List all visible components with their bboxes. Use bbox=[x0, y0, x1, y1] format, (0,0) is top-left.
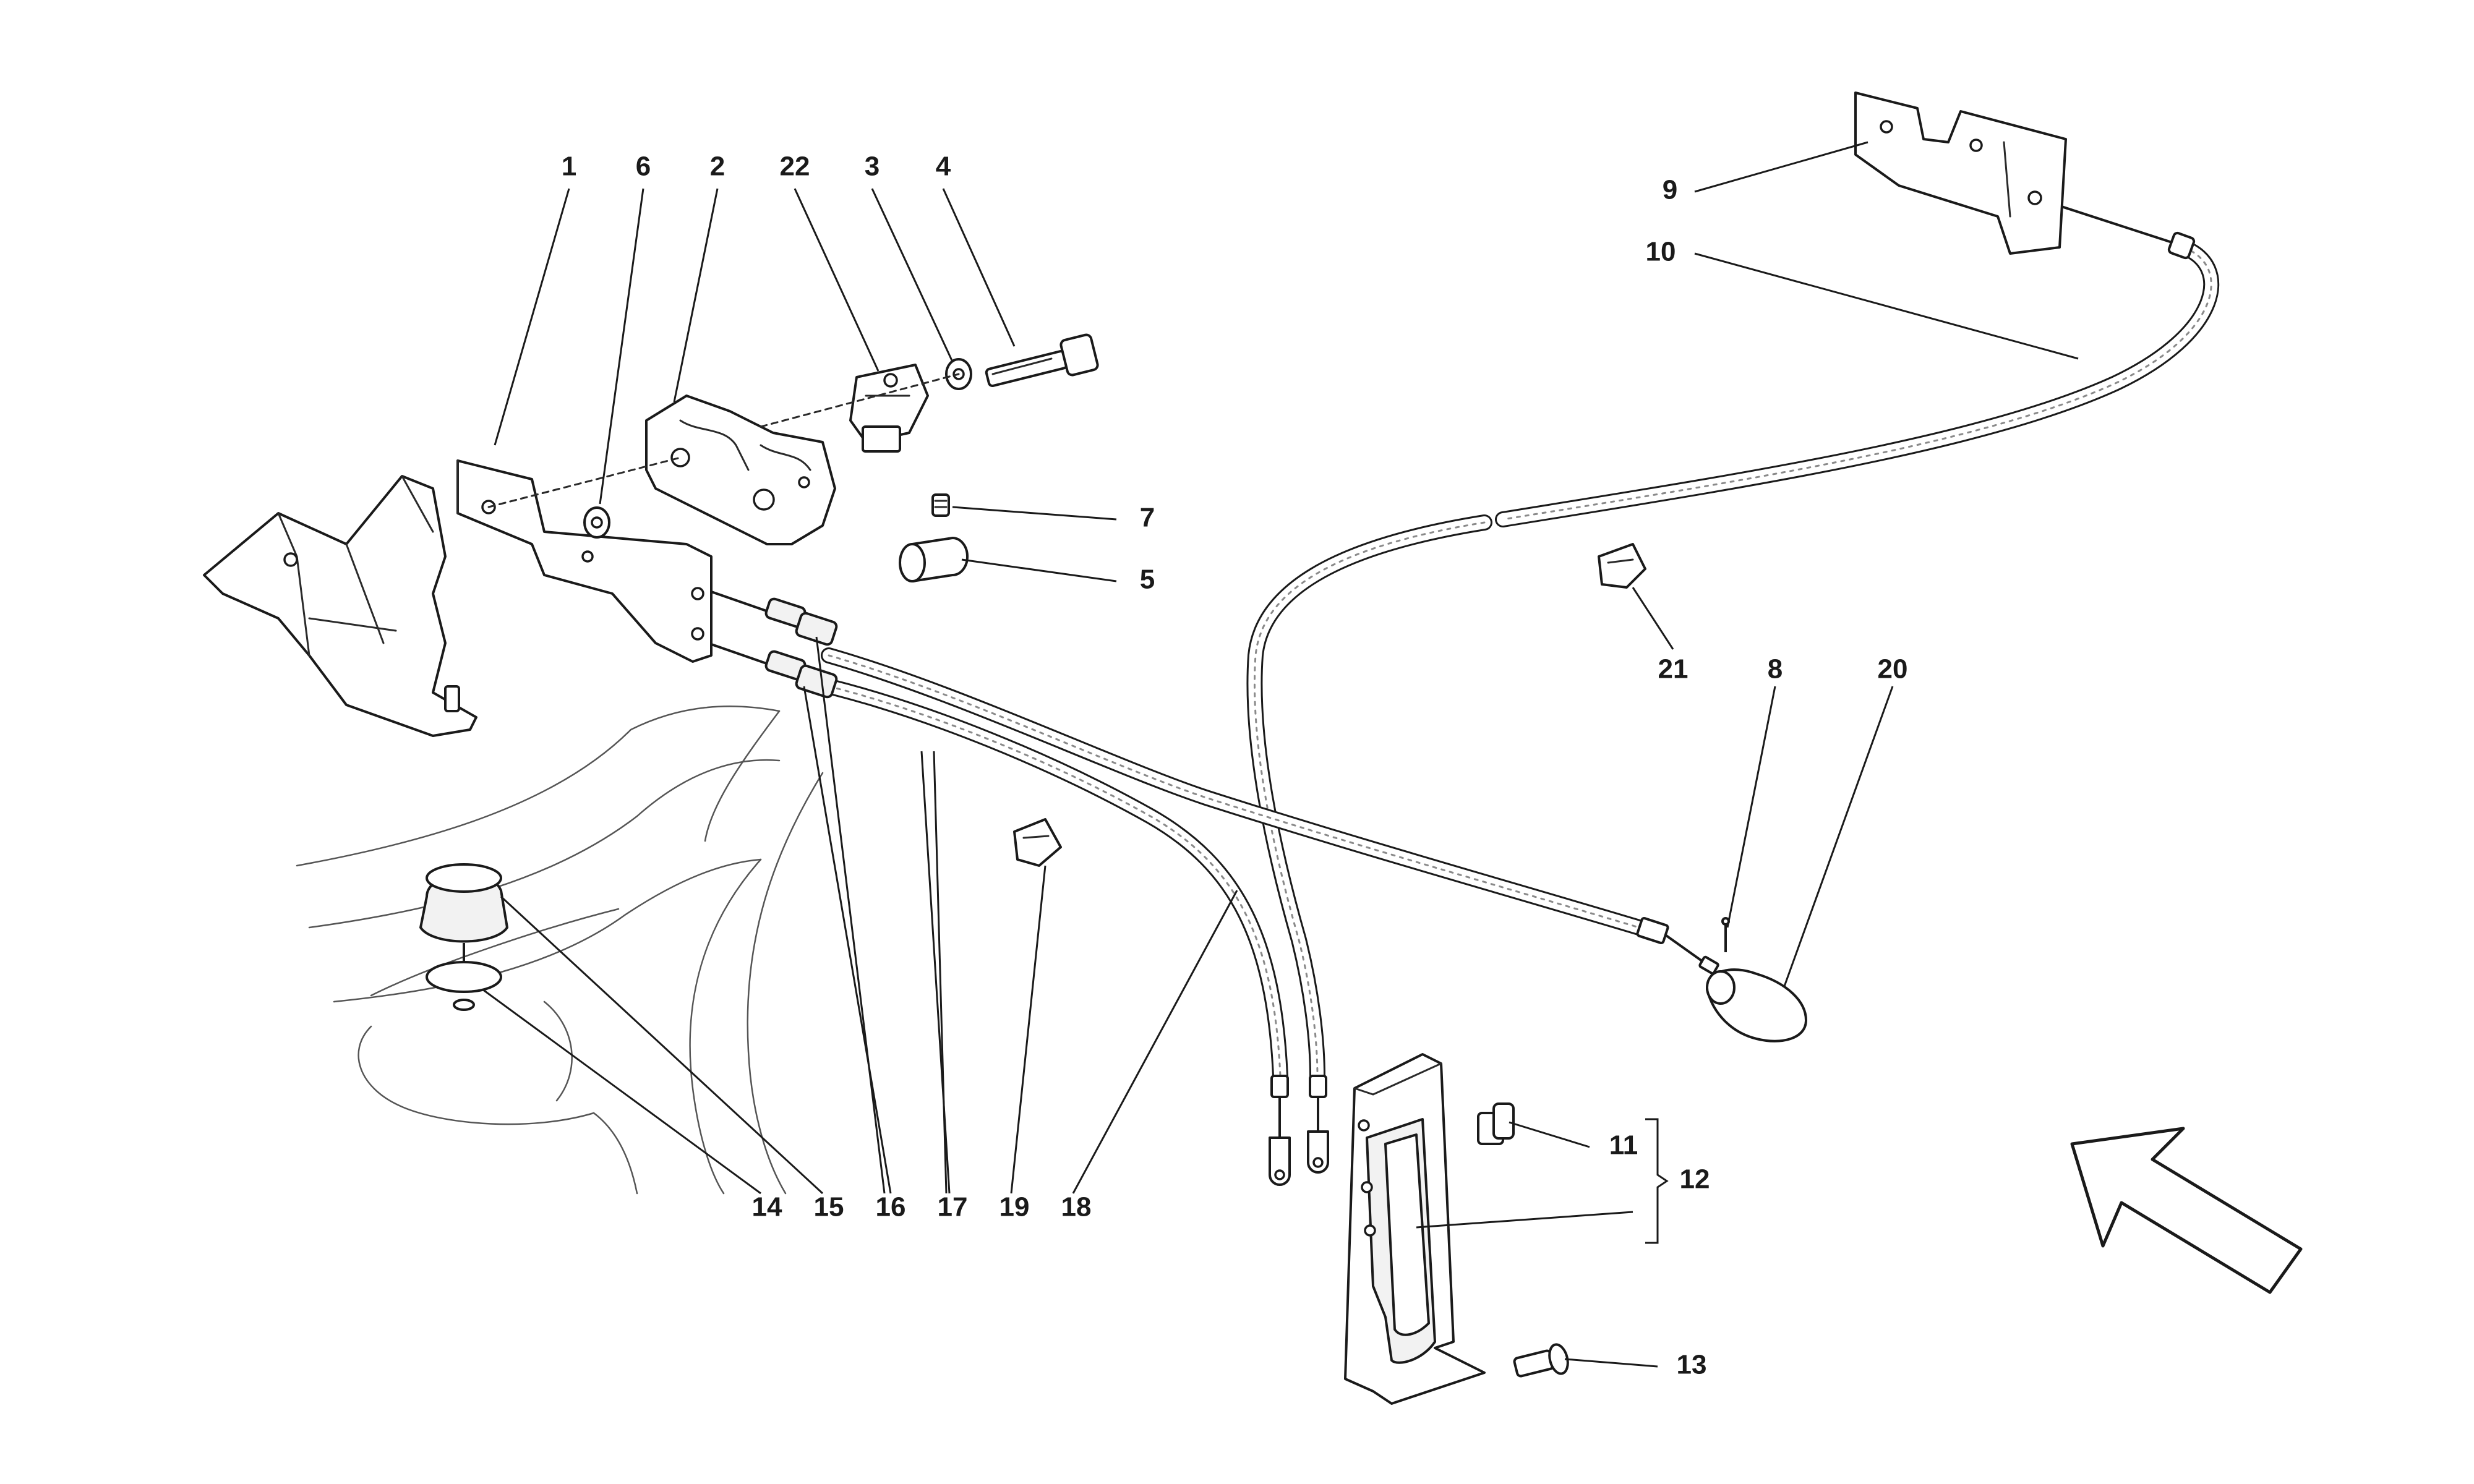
callout-1: 1 bbox=[562, 151, 576, 182]
latch-spacer-block bbox=[849, 364, 929, 453]
upper-cable-bracket bbox=[1854, 92, 2067, 255]
callout-3: 3 bbox=[865, 151, 880, 182]
callout-10: 10 bbox=[1646, 237, 1676, 267]
callout-2: 2 bbox=[710, 151, 725, 182]
main-release-cable bbox=[821, 647, 1719, 975]
hood-latch bbox=[645, 394, 836, 545]
callout-20: 20 bbox=[1878, 654, 1908, 684]
lever-fixing-screw bbox=[1513, 1343, 1569, 1378]
callout-11: 11 bbox=[1609, 1130, 1638, 1161]
release-lever-assembly bbox=[1344, 1053, 1486, 1405]
cable-stop-sleeve bbox=[899, 537, 969, 582]
callout-19: 19 bbox=[999, 1192, 1030, 1222]
callout-5: 5 bbox=[1140, 565, 1155, 595]
callout-labels: 1 2 3 4 5 6 7 8 9 10 11 12 13 14 15 16 1… bbox=[562, 151, 1908, 1380]
callout-8: 8 bbox=[1768, 654, 1783, 684]
cable-retaining-clip bbox=[1598, 543, 1646, 589]
cable-clip bbox=[1013, 818, 1062, 867]
direction-arrow bbox=[2070, 1127, 2303, 1294]
cable-pull-handle bbox=[1706, 968, 1807, 1043]
release-cable bbox=[1246, 197, 2220, 1174]
callout-12: 12 bbox=[1680, 1164, 1710, 1195]
body-panel bbox=[296, 706, 824, 1195]
rubber-bump-stop bbox=[419, 863, 508, 971]
bolt bbox=[985, 333, 1099, 388]
callout-4: 4 bbox=[936, 151, 951, 182]
callout-14: 14 bbox=[752, 1192, 782, 1222]
callout-22: 22 bbox=[780, 151, 810, 182]
callout-9: 9 bbox=[1663, 175, 1677, 205]
lever-pivot-screw bbox=[1477, 1102, 1515, 1145]
grub-screw bbox=[931, 493, 950, 517]
callout-21: 21 bbox=[1658, 654, 1689, 684]
callout-18: 18 bbox=[1061, 1192, 1092, 1222]
lower-release-cable bbox=[821, 678, 1291, 1186]
leader-lines bbox=[482, 141, 2079, 1368]
callout-7: 7 bbox=[1140, 503, 1155, 533]
callout-6: 6 bbox=[636, 151, 651, 182]
callout-16: 16 bbox=[876, 1192, 906, 1222]
callout-17: 17 bbox=[938, 1192, 968, 1222]
bump-stop-washer bbox=[426, 961, 502, 1011]
callout-13: 13 bbox=[1677, 1350, 1707, 1380]
latch-support-bracket bbox=[203, 459, 713, 737]
callout-15: 15 bbox=[814, 1192, 844, 1222]
